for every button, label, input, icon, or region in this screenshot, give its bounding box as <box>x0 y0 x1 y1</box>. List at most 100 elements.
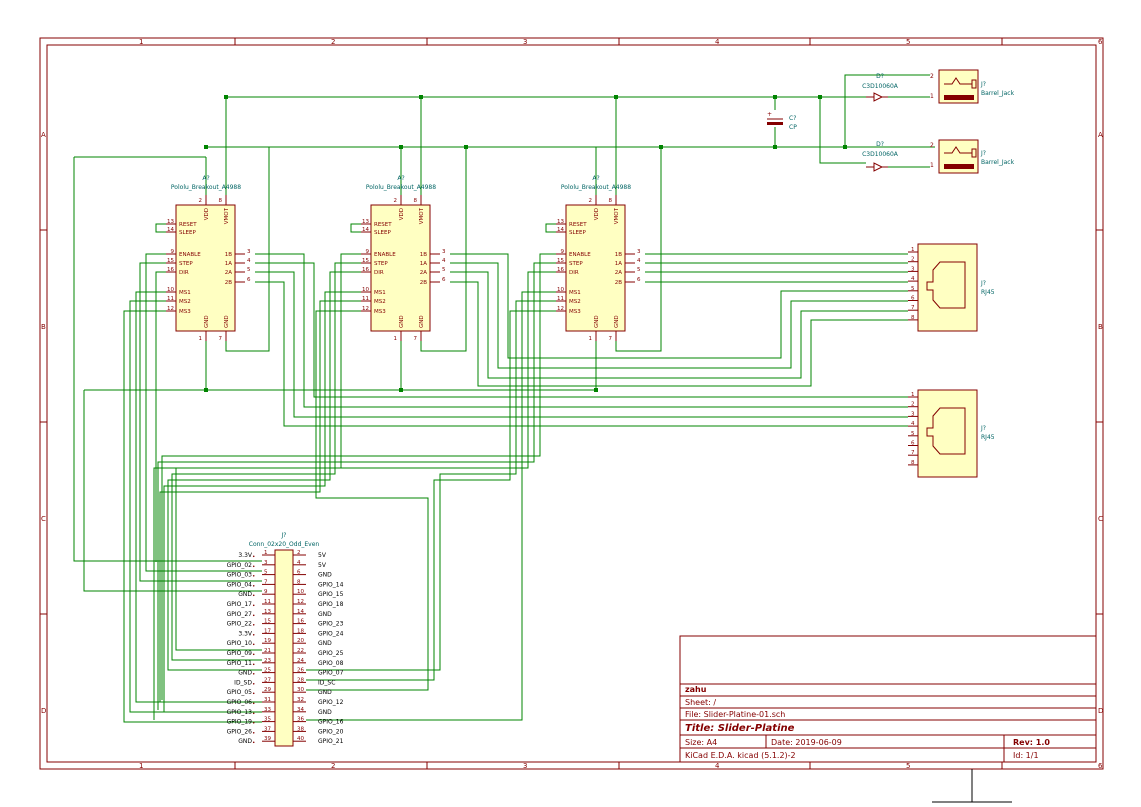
header-pin-number: 31 <box>264 697 271 703</box>
driver-value: Pololu_Breakout_A4988 <box>171 184 241 191</box>
header-ref: J? <box>281 532 287 539</box>
header-signal-left: GPIO_17 <box>227 601 253 608</box>
capacitor-cp[interactable]: + C? CP <box>767 111 797 131</box>
driver-ref: A? <box>592 175 599 182</box>
pin-name: DIR <box>179 270 189 276</box>
diode-value: C3D10060A <box>862 83 899 90</box>
pin-number: 7 <box>219 336 223 342</box>
pin-name: GND <box>224 315 230 328</box>
pin-name: STEP <box>179 261 193 267</box>
pin-name: 1A <box>225 261 232 267</box>
pin-number: 4 <box>247 258 251 264</box>
header-pin-number: 38 <box>297 726 304 732</box>
header-signal-right: GPIO_12 <box>318 699 344 706</box>
pin-number: 9 <box>366 249 370 255</box>
pin-name: SLEEP <box>569 230 587 236</box>
sheet-frame: 1 2 3 4 5 6 1 2 3 4 5 6 A B C D A B C D <box>39 37 1104 770</box>
tool-label: KiCad E.D.A. kicad (5.1.2)-2 <box>685 751 796 760</box>
pin-name: GND <box>594 315 600 328</box>
pin-name: ENABLE <box>374 252 396 258</box>
net-marker: ∙ <box>252 691 255 697</box>
net-marker: ∙ <box>252 593 255 599</box>
pin-number: 7 <box>414 336 418 342</box>
rj45-pin-number: 2 <box>911 257 915 263</box>
capacitor-value: CP <box>789 124 797 131</box>
header-signal-right: GPIO_21 <box>318 738 344 745</box>
pin-number: 3 <box>442 249 446 255</box>
net-marker: ∙ <box>252 613 255 619</box>
driver-ref: A? <box>397 175 404 182</box>
header-signal-right: GPIO_08 <box>318 660 344 667</box>
pin-number: 12 <box>362 306 369 312</box>
pin-name: 2B <box>420 280 427 286</box>
header-pin-number: 24 <box>297 658 304 664</box>
pin-name: 1B <box>420 252 427 258</box>
company-name: zahu <box>685 685 707 694</box>
header-pin-number: 13 <box>264 609 271 615</box>
header-pin-number: 3 <box>264 560 268 566</box>
header-signal-left: GPIO_26 <box>227 728 253 735</box>
diode-2[interactable]: D? C3D10060A <box>862 141 899 172</box>
rj45-pin-number: 8 <box>911 460 915 466</box>
net-marker: ∙ <box>252 672 255 678</box>
diode-1[interactable]: D? C3D10060A <box>862 73 899 102</box>
jack-value: Barrel_Jack <box>981 159 1015 166</box>
pin-number: 3 <box>247 249 251 255</box>
id-label: Id: 1/1 <box>1013 751 1039 760</box>
frame-col-label: 2 <box>331 38 335 46</box>
pin-number: 13 <box>557 219 564 225</box>
header-signal-left: GPIO_22 <box>227 621 253 628</box>
pin-name: DIR <box>374 270 384 276</box>
header-pin-number: 6 <box>297 570 301 576</box>
jack-ref: J? <box>980 150 986 157</box>
pin-name: MS3 <box>374 309 386 315</box>
pin-name: 1B <box>225 252 232 258</box>
frame-col-label: 4 <box>715 762 720 770</box>
header-pin-number: 33 <box>264 707 271 713</box>
header-signal-right: GPIO_25 <box>318 650 344 657</box>
pin-number: 11 <box>557 296 564 302</box>
pin-name: RESET <box>569 222 587 228</box>
pin-name: VDD <box>594 208 600 220</box>
net-marker: ∙ <box>252 740 255 746</box>
pin-number: 8 <box>609 198 613 204</box>
header-signal-left: GPIO_02 <box>227 562 253 569</box>
rj45-pin-number: 5 <box>911 286 915 292</box>
net-marker: ∙ <box>252 583 255 589</box>
frame-row-label: C <box>1098 515 1103 523</box>
barrel-jack-1[interactable]: 2 1 J? Barrel_Jack <box>930 69 1015 104</box>
header-signal-left: GPIO_19 <box>227 719 253 726</box>
header-signal-left: GND <box>238 591 252 598</box>
header-signal-left: GPIO_04 <box>227 581 253 588</box>
jack-pin: 2 <box>930 73 934 80</box>
pin-name: 2B <box>615 280 622 286</box>
rj45-pin-number: 6 <box>911 441 915 447</box>
frame-row-label: C <box>41 515 46 523</box>
header-pin-number: 40 <box>297 736 304 742</box>
pin-name: MS3 <box>179 309 191 315</box>
pin-name: GND <box>614 315 620 328</box>
pin-name: VMOT <box>419 207 425 224</box>
pin-name: MS1 <box>569 290 581 296</box>
header-pin-number: 4 <box>297 560 301 566</box>
net-marker: ∙ <box>252 662 255 668</box>
pin-name: MS1 <box>374 290 386 296</box>
barrel-jack-2[interactable]: 2 1 J? Barrel_Jack <box>930 139 1015 174</box>
pin-number: 15 <box>362 258 369 264</box>
jack-pin: 1 <box>930 162 934 169</box>
frame-row-label: D <box>41 707 46 715</box>
header-signal-left: GPIO_13 <box>227 709 253 716</box>
pin-number: 3 <box>637 249 641 255</box>
wire-net <box>73 74 935 723</box>
header-signal-left: GND <box>238 738 252 745</box>
pin-name: GND <box>204 315 210 328</box>
net-marker: ∙ <box>252 603 255 609</box>
rj45-value: RJ45 <box>981 434 995 441</box>
